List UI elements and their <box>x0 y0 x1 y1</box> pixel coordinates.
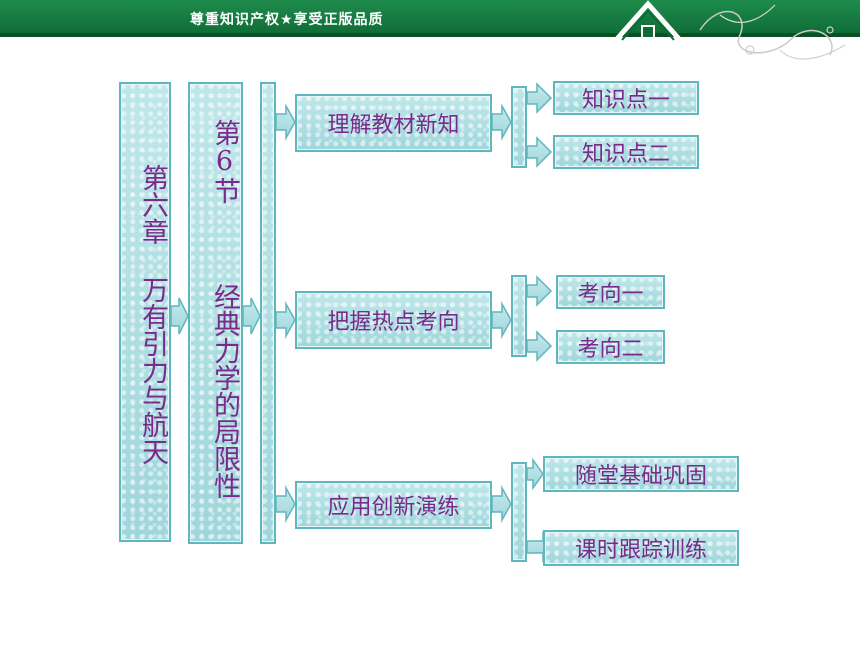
leaf-box-3-1: 随堂基础巩固 <box>543 456 739 492</box>
leaf-label-1-1: 知识点一 <box>581 88 670 113</box>
chapter-title: 第六章 万有引力与航天 <box>137 163 168 465</box>
branch-label-1: 理解教材新知 <box>327 113 460 138</box>
section-box: 第6节 经典力学的局限性 <box>188 82 243 544</box>
branch-box-3: 应用创新演练 <box>295 481 492 529</box>
header-bar <box>0 0 860 36</box>
leaf-box-1-2: 知识点二 <box>553 135 699 169</box>
arrow-to-leaf-3-1 <box>526 457 544 491</box>
sub-bracket-1 <box>511 86 527 168</box>
leaf-box-1-1: 知识点一 <box>553 81 699 115</box>
header-slogan: 尊重知识产权★享受正版品质 <box>190 12 384 28</box>
branch-label-3: 应用创新演练 <box>327 495 460 520</box>
sub-bracket-2 <box>511 275 527 357</box>
arrow-branch3-to-sub <box>491 485 512 523</box>
arrow-to-branch-2 <box>275 301 296 339</box>
leaf-label-2-1: 考向一 <box>577 282 644 307</box>
arrow-chapter-to-section <box>170 297 189 335</box>
branch-box-2: 把握热点考向 <box>295 291 492 349</box>
leaf-label-2-2: 考向二 <box>577 337 644 362</box>
decorative-swirl-icon <box>699 4 846 60</box>
arrow-section-to-bracket <box>242 297 261 335</box>
header-stripe <box>0 33 860 37</box>
branch-label-2: 把握热点考向 <box>327 310 460 335</box>
sub-bracket-3 <box>511 462 527 562</box>
section-title: 经典力学的局限性 <box>209 283 240 499</box>
leaf-box-2-2: 考向二 <box>556 330 665 364</box>
arrow-to-leaf-1-1 <box>526 82 553 114</box>
branch-box-1: 理解教材新知 <box>295 94 492 152</box>
leaf-box-3-2: 课时跟踪训练 <box>543 530 739 566</box>
leaf-label-3-2: 课时跟踪训练 <box>574 538 707 563</box>
logo-icon <box>614 0 682 42</box>
arrow-branch1-to-sub <box>491 103 512 141</box>
arrow-to-branch-3 <box>275 485 296 523</box>
chapter-box: 第六章 万有引力与航天 <box>119 82 171 542</box>
arrow-to-leaf-2-1 <box>526 275 553 307</box>
arrow-branch2-to-sub <box>491 301 512 339</box>
main-bracket <box>260 82 276 544</box>
arrow-to-branch-1 <box>275 103 296 141</box>
arrow-to-leaf-1-2 <box>526 136 553 168</box>
arrow-to-leaf-2-2 <box>526 330 553 362</box>
leaf-box-2-1: 考向一 <box>556 275 665 309</box>
leaf-label-1-2: 知识点二 <box>581 142 670 167</box>
leaf-label-3-1: 随堂基础巩固 <box>574 464 707 489</box>
section-number: 第6节 <box>209 118 240 204</box>
